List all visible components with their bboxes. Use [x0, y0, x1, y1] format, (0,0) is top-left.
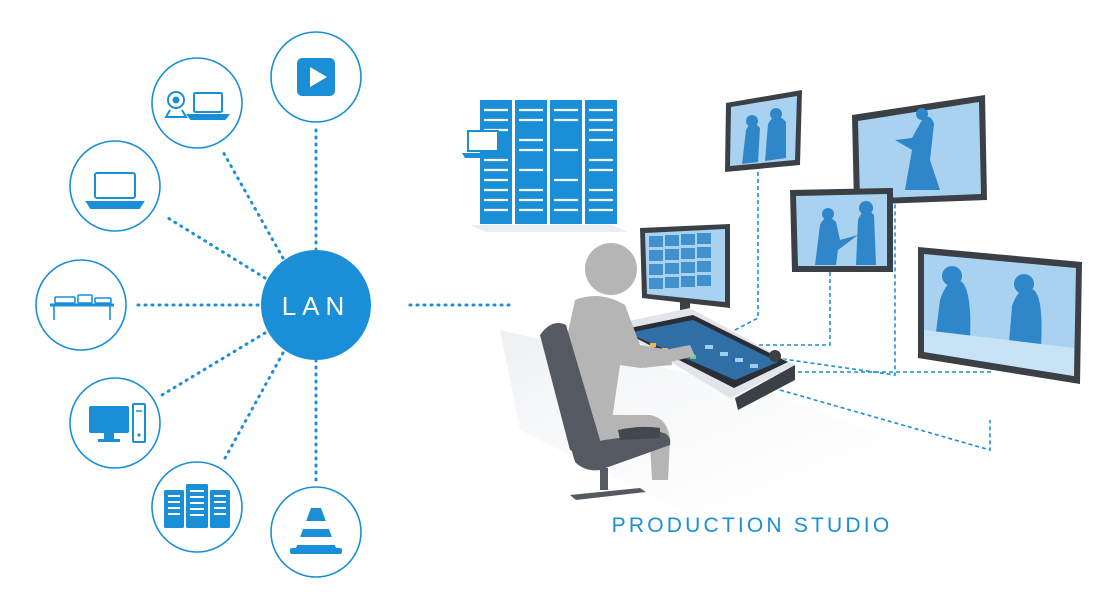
traffic-cone-icon: [290, 508, 342, 554]
lan-hub: LAN: [261, 250, 371, 360]
studio-server-rack: [462, 100, 628, 232]
rack-laptop-icon: [462, 130, 504, 158]
screen-2: [852, 95, 987, 205]
desk-monitor: [640, 224, 730, 310]
studio-label: PRODUCTION STUDIO: [612, 514, 893, 537]
studio-floor: [500, 330, 980, 520]
node-laptop: [69, 140, 161, 232]
screen-1: [725, 90, 802, 172]
play-button-icon: [297, 58, 335, 96]
desk-icon: [50, 294, 114, 320]
node-webcam-laptop: [151, 57, 243, 149]
lan-hub-circle: [261, 250, 371, 360]
desktop-computer-icon: [89, 403, 146, 443]
hub-connectors: [133, 124, 512, 486]
laptop-icon: [85, 172, 145, 209]
screen-3: [790, 188, 893, 272]
control-desk: [610, 308, 795, 410]
lan-label: LAN: [282, 291, 351, 321]
screen-4: [918, 247, 1082, 384]
operator-chair: [540, 322, 671, 500]
webcam-laptop-icon: [164, 91, 230, 120]
servers-icon: [164, 484, 230, 528]
